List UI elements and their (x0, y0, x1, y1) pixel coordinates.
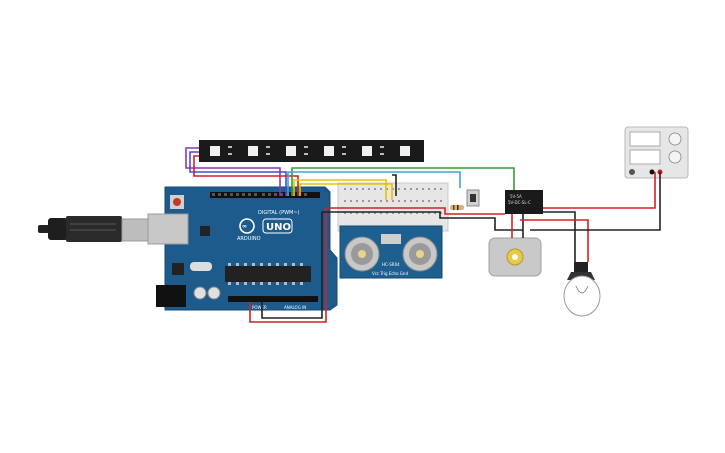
wire-led-red (193, 155, 299, 196)
resistor-icon (450, 205, 464, 210)
power-header-label: POWER (252, 305, 267, 310)
wire-yellow-2 (299, 183, 393, 200)
arduino-model-label: UNO (266, 222, 291, 233)
ultrasonic-sensor[interactable]: HC-SR04 Vcc Trig Echo Gnd (339, 225, 443, 279)
wire-supply-red (543, 172, 656, 209)
analog-header-label: ANALOG IN (284, 305, 306, 310)
wire-supply-black (530, 172, 661, 231)
wire-black-breadboard (392, 174, 397, 196)
wire-cyan (287, 171, 461, 196)
usb-cable-icon[interactable] (38, 216, 149, 242)
arduino-uno-board[interactable]: DIGITAL (PWM~) ∞ ARDUINO UNO POWER (147, 186, 338, 311)
sensor-model-label: HC-SR04 (382, 262, 400, 267)
wire-power-red (249, 207, 505, 323)
led-strip[interactable] (199, 140, 424, 162)
dc-motor-icon[interactable] (488, 237, 542, 277)
arduino-brand-label: ARDUINO (237, 236, 261, 242)
wire-yellow (293, 179, 387, 200)
reset-button[interactable] (173, 198, 181, 206)
wire-bulb-black (543, 211, 576, 262)
push-button-icon[interactable] (466, 189, 480, 207)
wire-purple (185, 147, 281, 196)
relay-label-2: 5V-DC-SL-C (508, 200, 531, 205)
wire-green (291, 167, 515, 196)
breadboard[interactable] (337, 182, 449, 232)
sensor-pin-label: Vcc Trig Echo Gnd (372, 271, 408, 276)
relay-module[interactable]: 5V-5A 5V-DC-SL-C (505, 190, 543, 214)
wire-blue (189, 151, 287, 196)
wires (185, 147, 661, 323)
wire-power-black (261, 211, 523, 319)
power-supply-icon[interactable] (624, 126, 689, 179)
digital-header-label: DIGITAL (PWM~) (258, 210, 300, 216)
relay-label-1: 5V-5A (510, 194, 522, 199)
light-bulb-icon[interactable] (563, 262, 601, 317)
svg-text:∞: ∞ (242, 223, 247, 230)
wire-bulb-red (520, 219, 589, 262)
